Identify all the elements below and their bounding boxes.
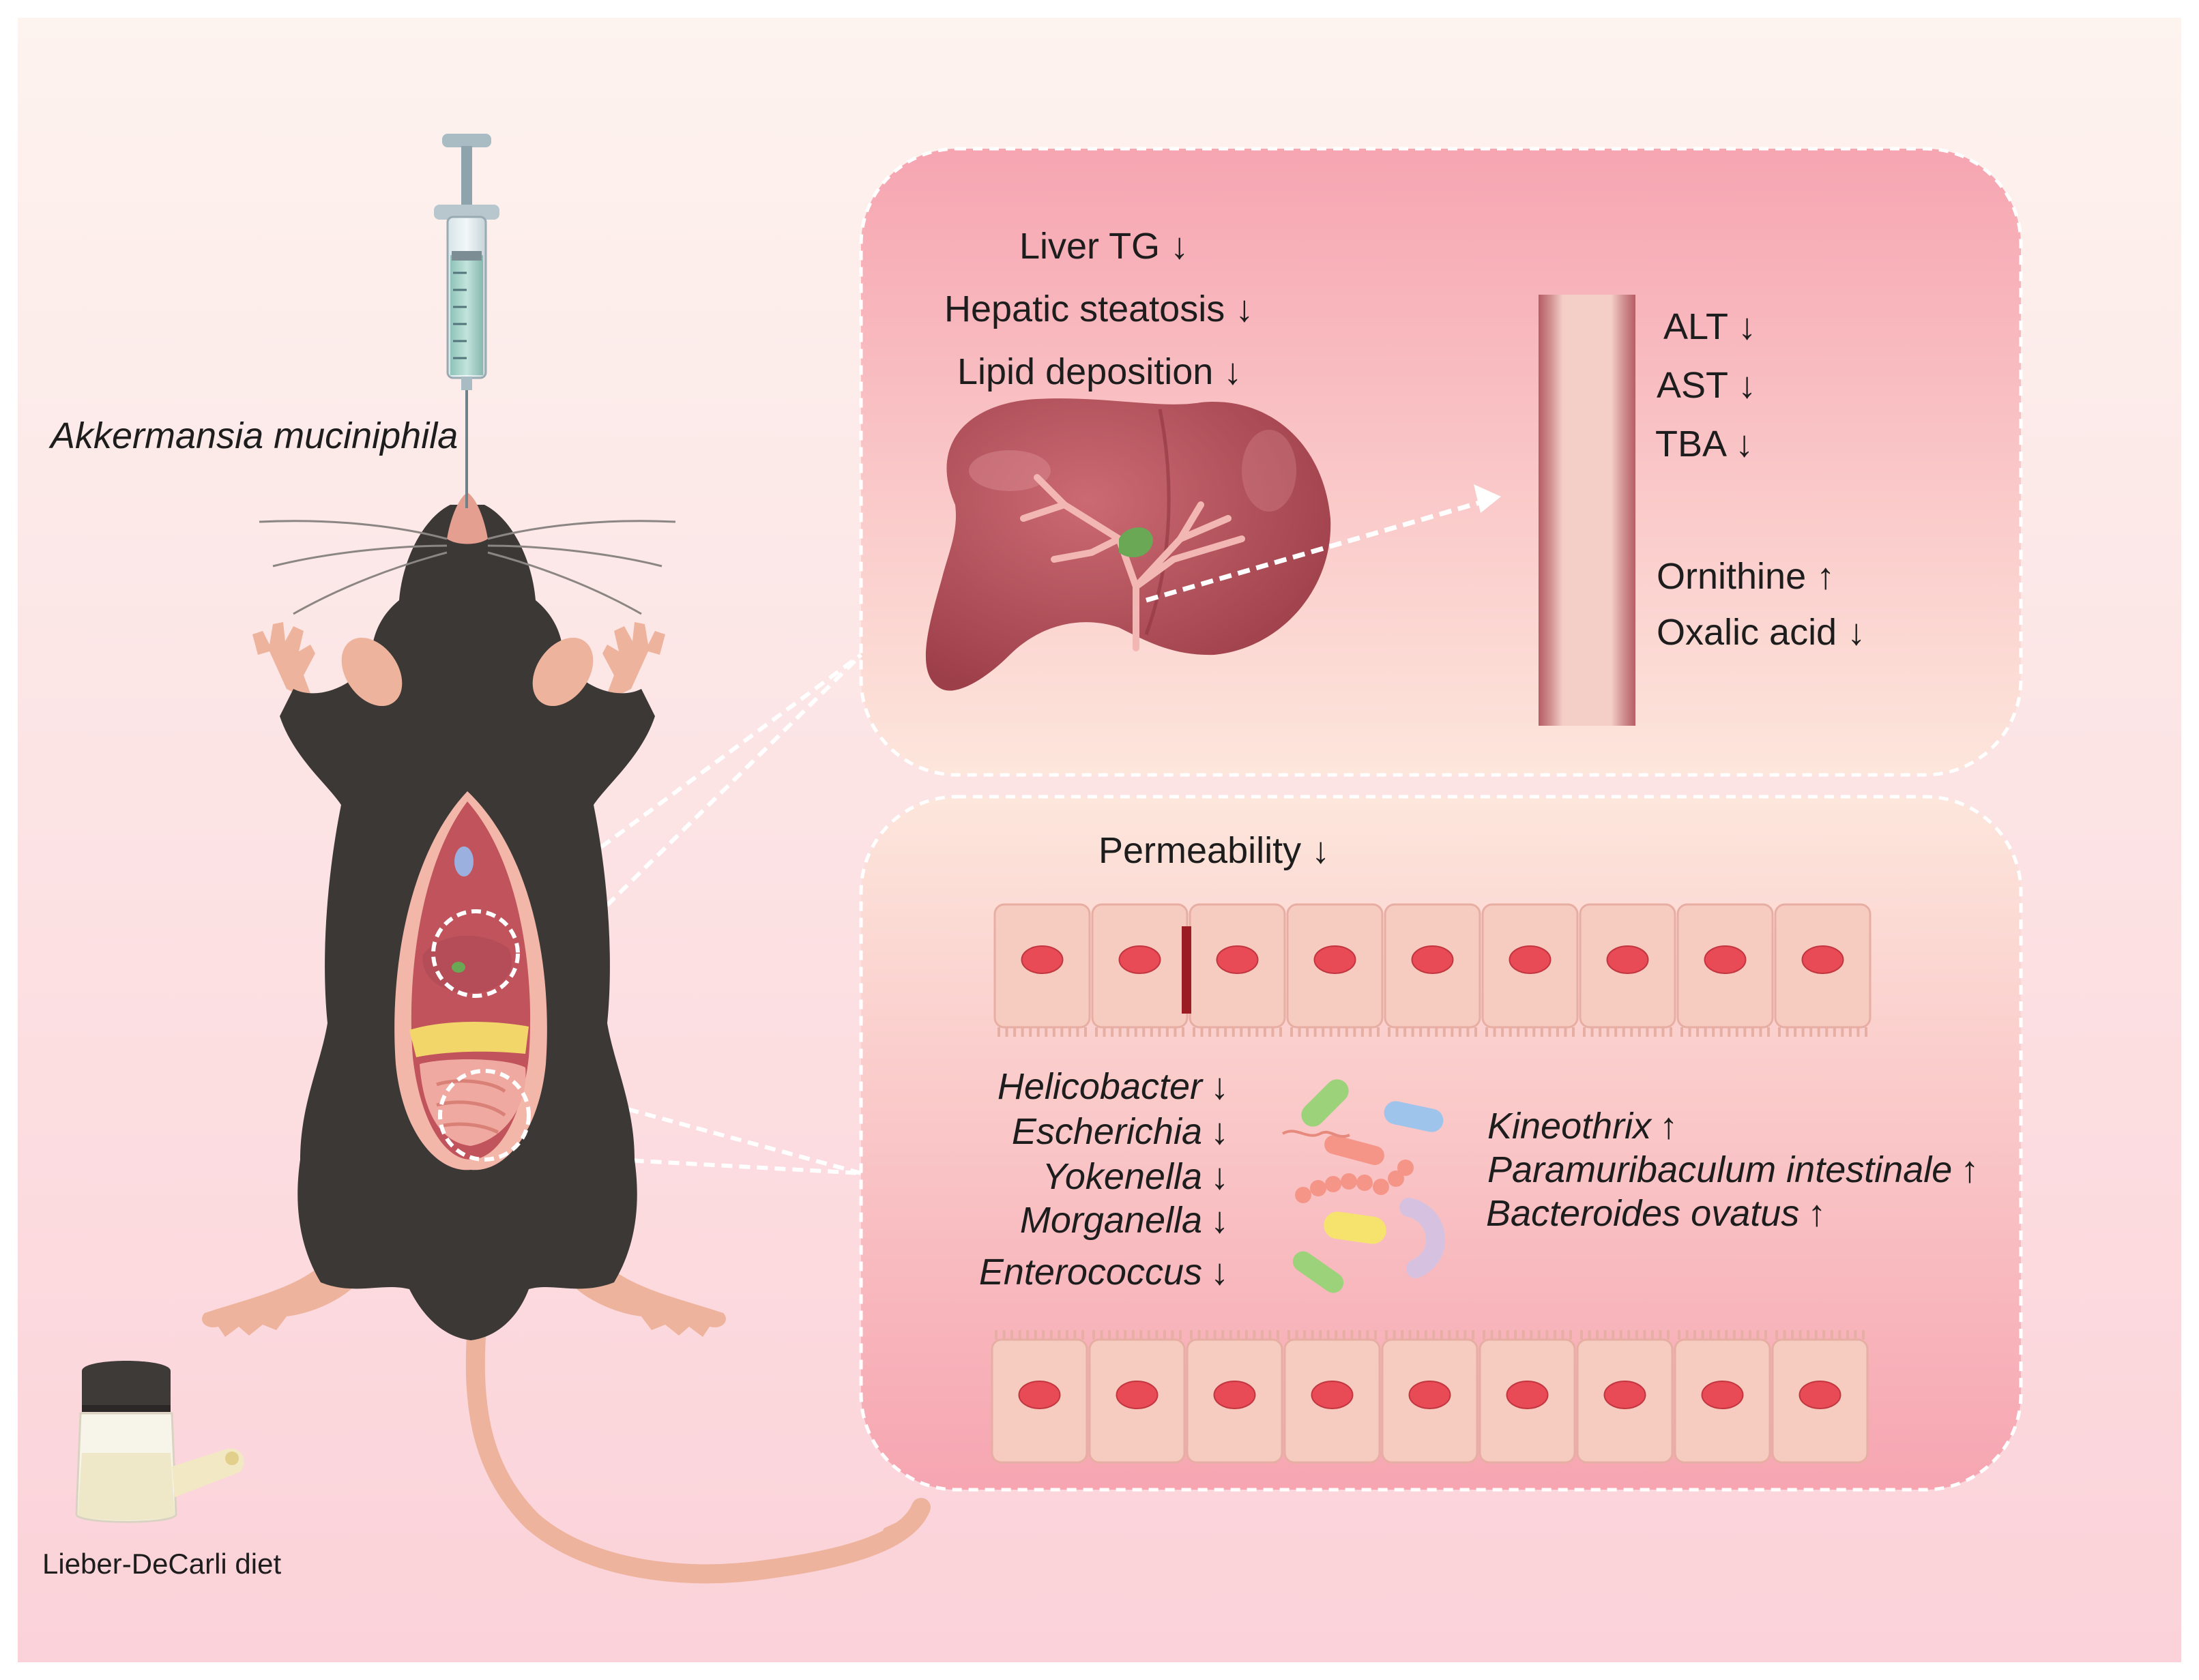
cell-nucleus xyxy=(1311,1381,1354,1409)
mouse-forepaw-right xyxy=(602,622,665,703)
cell-nucleus xyxy=(1801,945,1844,974)
liver-illustration xyxy=(925,398,1331,691)
cell-nucleus xyxy=(1118,945,1161,974)
mouse-tail xyxy=(465,1307,931,1584)
bile-duct-tree xyxy=(1020,474,1245,651)
metabolite-ornithine: Ornithine ↑ xyxy=(1657,556,1835,597)
cell-nucleus xyxy=(1116,1381,1159,1409)
cell-nucleus xyxy=(1704,945,1747,974)
cell-nucleus xyxy=(1798,1381,1841,1409)
taxon-decreased: Helicobacter↓ xyxy=(997,1066,1229,1107)
liver-effect-lipid: Lipid deposition ↓ xyxy=(957,351,1242,392)
serum-marker-ast: AST ↓ xyxy=(1657,365,1757,406)
cell-nucleus xyxy=(1313,945,1356,974)
cell-nucleus xyxy=(1603,1381,1646,1409)
cell-nucleus xyxy=(1216,945,1259,974)
serum-marker-alt: ALT ↓ xyxy=(1663,306,1757,347)
mouse-forepaw-left xyxy=(252,622,315,703)
taxon-increased: Paramuribaculum intestinale↑ xyxy=(1487,1149,1979,1190)
zoom-circle-liver xyxy=(431,909,520,998)
cell-nucleus xyxy=(1701,1381,1744,1409)
mouse-ear-right xyxy=(532,637,594,707)
taxon-decreased: Morganella↓ xyxy=(1019,1200,1229,1241)
epithelium-bottom-row xyxy=(991,1330,1869,1464)
taxon-increased: Kineothrix↑ xyxy=(1487,1106,1678,1147)
taxon-increased: Bacteroides ovatus↑ xyxy=(1486,1193,1826,1234)
barrier-permeability: Permeability ↓ xyxy=(1098,830,1330,871)
taxon-decreased: Enterococcus↓ xyxy=(978,1252,1229,1293)
cell-nucleus xyxy=(1213,1381,1256,1409)
leaky-junction xyxy=(1182,926,1191,1014)
liver-to-blood-arrow xyxy=(1146,499,1485,603)
gallbladder xyxy=(1119,527,1153,558)
epithelium-top-row xyxy=(993,903,1872,1037)
liver-effect-tg: Liver TG ↓ xyxy=(1019,226,1189,267)
cell-nucleus xyxy=(1408,1381,1451,1409)
cell-nucleus xyxy=(1506,1381,1549,1409)
serum-marker-tba: TBA ↓ xyxy=(1655,424,1754,465)
cell-nucleus xyxy=(1606,945,1649,974)
mouse-illustration xyxy=(202,492,931,1584)
metabolite-oxalic-acid: Oxalic acid ↓ xyxy=(1657,612,1866,653)
blood-vessel xyxy=(1539,295,1635,726)
cell-nucleus xyxy=(1509,945,1552,974)
cell-nucleus xyxy=(1018,1381,1061,1409)
mouse-snout xyxy=(447,492,488,544)
taxon-decreased: Escherichia↓ xyxy=(1011,1111,1229,1152)
mouse-whiskers xyxy=(259,520,676,615)
liver-effect-steatosis: Hepatic steatosis ↓ xyxy=(944,289,1254,329)
cell-nucleus xyxy=(1021,945,1064,974)
gut-bacteria-cluster xyxy=(1281,1079,1446,1293)
zoom-circle-intestine xyxy=(438,1069,531,1162)
mouse-hind-foot-left xyxy=(202,1265,355,1337)
mouse-ear-left xyxy=(341,637,403,707)
syringe-illustration xyxy=(434,134,499,508)
diet-bottle-illustration xyxy=(75,1361,244,1523)
label-injected-bacterium: Akkermansia muciniphila xyxy=(50,415,458,456)
taxon-decreased: Yokenella↓ xyxy=(1042,1156,1229,1197)
cell-nucleus xyxy=(1411,945,1454,974)
label-diet: Lieber-DeCarli diet xyxy=(42,1548,282,1580)
